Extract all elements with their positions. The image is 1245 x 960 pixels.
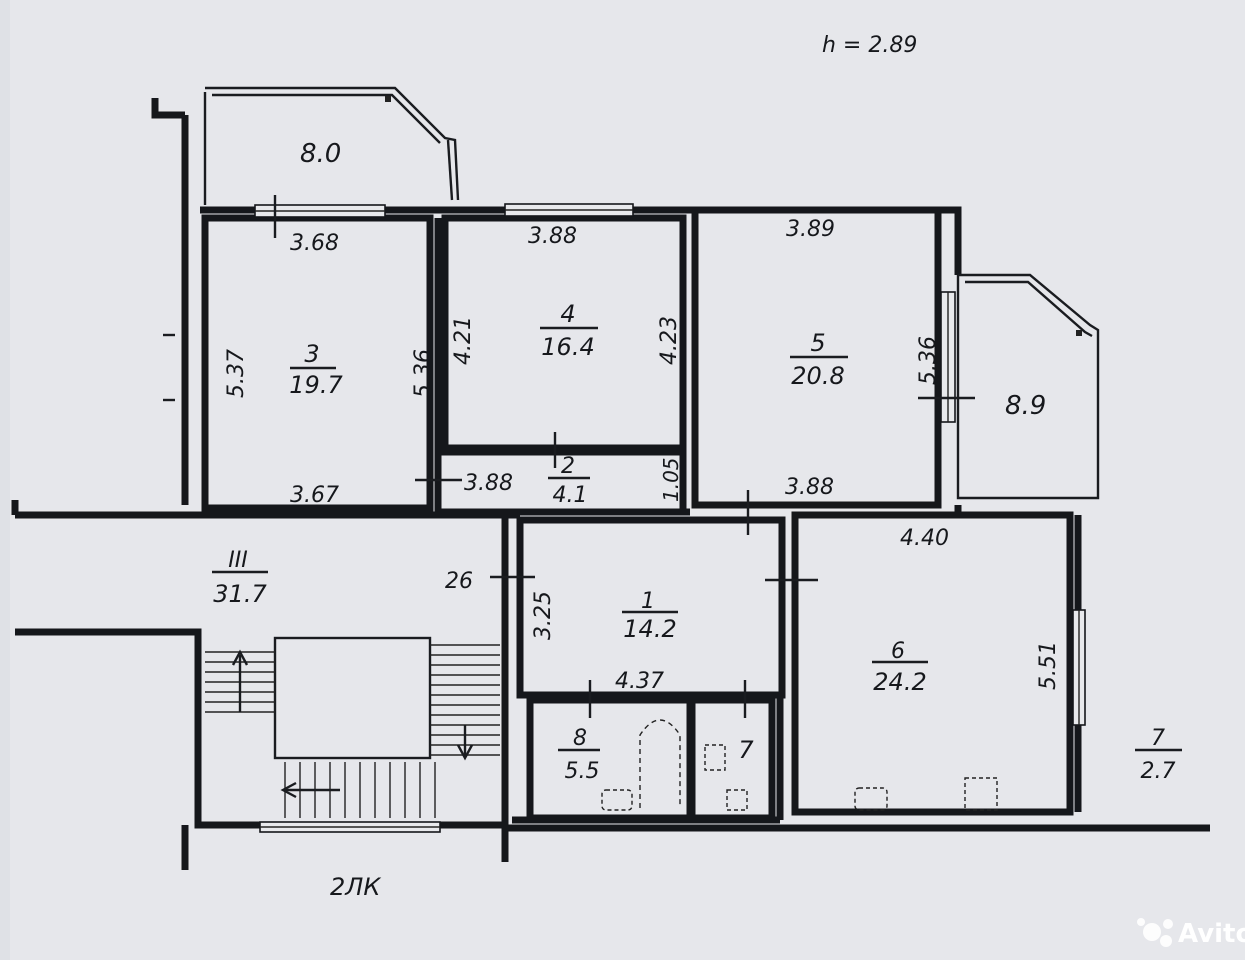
balcony-top-area: 8.0 — [300, 139, 341, 169]
room-3-number: 3 — [304, 340, 319, 368]
stair-label: 2ЛК — [330, 873, 381, 901]
ceiling-height: h = 2.89 — [822, 33, 917, 58]
room-1-number: 1 — [641, 589, 655, 614]
dim-3-25: 3.25 — [531, 591, 556, 640]
dim-5-51: 5.51 — [1036, 641, 1061, 690]
avito-watermark: Avito — [1137, 918, 1245, 949]
dim-3-88-mid: 3.88 — [464, 471, 513, 496]
room-6-area: 24.2 — [873, 668, 926, 696]
windows — [254, 203, 1086, 833]
room-8-area: 5.5 — [565, 759, 600, 784]
dim-3-67: 3.67 — [290, 483, 339, 508]
room-2-number: 2 — [561, 454, 575, 479]
room-7-area: 2.7 — [1141, 759, 1176, 784]
room-6-number: 6 — [891, 639, 905, 664]
dim-3-88-right: 3.88 — [785, 475, 834, 500]
dim-3-88-top: 3.88 — [528, 224, 577, 249]
staircase — [205, 636, 500, 818]
dim-3-89: 3.89 — [786, 217, 835, 242]
room-7-wc-number: 7 — [738, 736, 754, 764]
room-8-number: 8 — [573, 726, 587, 751]
room-4-number: 4 — [560, 300, 575, 328]
corridor-number: III — [228, 548, 247, 573]
room-2-area: 4.1 — [553, 483, 588, 508]
dim-3-68: 3.68 — [290, 231, 339, 256]
dim-5-36-right: 5.36 — [916, 336, 941, 385]
room-5-number: 5 — [810, 329, 825, 357]
door-marks — [163, 195, 975, 718]
balcony-right — [956, 273, 1100, 500]
room-7-number: 7 — [1151, 726, 1165, 751]
balcony-top — [203, 86, 460, 205]
dim-4-40: 4.40 — [900, 526, 949, 551]
dim-4-37: 4.37 — [615, 669, 664, 694]
dim-26: 26 — [445, 569, 473, 594]
room-3-area: 19.7 — [289, 371, 343, 399]
room-1-area: 14.2 — [623, 615, 676, 643]
room-4-area: 16.4 — [541, 333, 594, 361]
dim-4-23: 4.23 — [657, 316, 682, 365]
watermark-text: Avito — [1178, 919, 1245, 949]
dim-5-36-left: 5.36 — [411, 349, 436, 398]
fixtures — [601, 719, 998, 811]
room-5-area: 20.8 — [791, 362, 844, 390]
walls — [11, 98, 1210, 870]
paper-sheet — [10, 0, 1245, 960]
corridor-area: 31.7 — [213, 580, 267, 608]
dim-5-37: 5.37 — [224, 349, 249, 398]
balcony-right-area: 8.9 — [1005, 391, 1046, 421]
dim-1-05: 1.05 — [659, 457, 683, 502]
dim-4-21: 4.21 — [451, 316, 476, 365]
